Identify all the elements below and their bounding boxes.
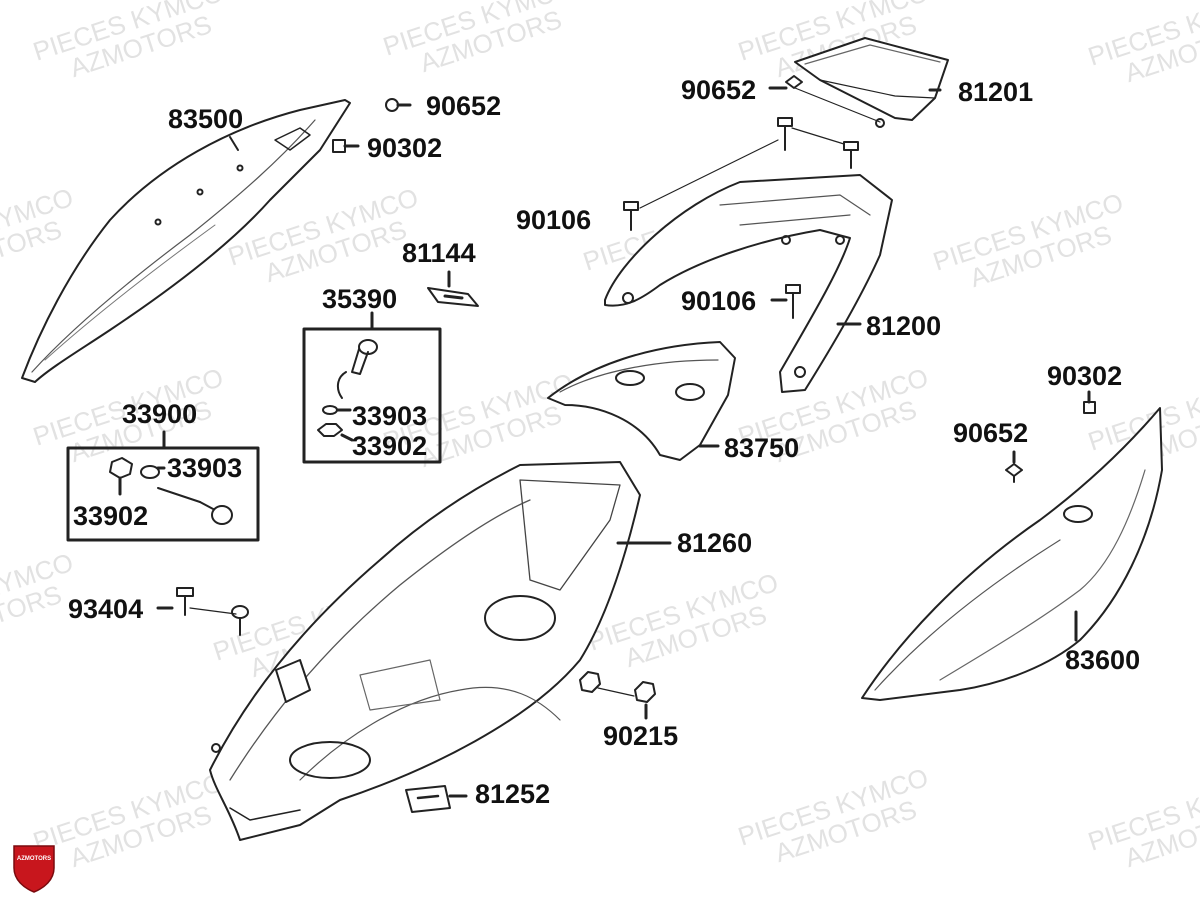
part-number-81252: 81252 xyxy=(475,779,551,809)
part-number-83750: 83750 xyxy=(724,433,800,463)
rear-inner-cover-83750 xyxy=(547,341,736,461)
part-number-33902-b: 33902 xyxy=(73,501,149,531)
nut-90302-b xyxy=(1083,401,1096,414)
clip-90652-b xyxy=(785,75,803,89)
part-number-83600: 83600 xyxy=(1065,645,1141,675)
part-number-33900: 33900 xyxy=(122,399,198,429)
bolt-90106-a xyxy=(623,117,859,231)
bolt-90106-b xyxy=(785,284,801,319)
rear-carrier-cover-81201 xyxy=(794,37,949,121)
part-number-93404: 93404 xyxy=(68,594,144,624)
logo-text: AZMOTORS xyxy=(16,856,52,862)
part-number-90652-a: 90652 xyxy=(426,91,502,121)
part-number-90652-c: 90652 xyxy=(953,418,1029,448)
clip-90652-a xyxy=(385,98,412,112)
nut-90302-a xyxy=(332,139,346,153)
part-number-35390: 35390 xyxy=(322,284,398,314)
left-side-cover-83500 xyxy=(21,99,351,383)
label-81144 xyxy=(427,287,479,307)
right-side-cover-83600 xyxy=(861,407,1163,701)
part-number-81260: 81260 xyxy=(677,528,753,558)
part-number-81200: 81200 xyxy=(866,311,942,341)
clip-90652-b2 xyxy=(875,118,885,128)
part-number-90215: 90215 xyxy=(603,721,679,751)
switch-33900 xyxy=(109,457,233,525)
part-number-81144: 81144 xyxy=(402,238,476,268)
part-number-33903-a: 33903 xyxy=(352,401,428,431)
part-number-90106-a: 90106 xyxy=(516,205,592,235)
leader-83500 xyxy=(229,136,239,151)
nut-90215 xyxy=(579,671,656,703)
azmotors-logo: AZMOTORS xyxy=(10,842,58,894)
part-number-90302-b: 90302 xyxy=(1047,361,1123,391)
part-number-81201: 81201 xyxy=(958,77,1034,107)
part-number-90652-b: 90652 xyxy=(681,75,757,105)
bolt-93404 xyxy=(176,587,249,636)
rear-carrier-81200 xyxy=(604,174,893,393)
switch-35390 xyxy=(317,339,378,437)
label-81252 xyxy=(405,785,451,813)
part-number-90106-b: 90106 xyxy=(681,286,757,316)
clip-90652-c xyxy=(1005,463,1023,483)
helmet-box-81260 xyxy=(209,461,641,841)
part-number-83500: 83500 xyxy=(168,104,244,134)
part-number-90302-a: 90302 xyxy=(367,133,443,163)
part-number-33902-a: 33902 xyxy=(352,431,428,461)
part-number-33903-b: 33903 xyxy=(167,453,243,483)
